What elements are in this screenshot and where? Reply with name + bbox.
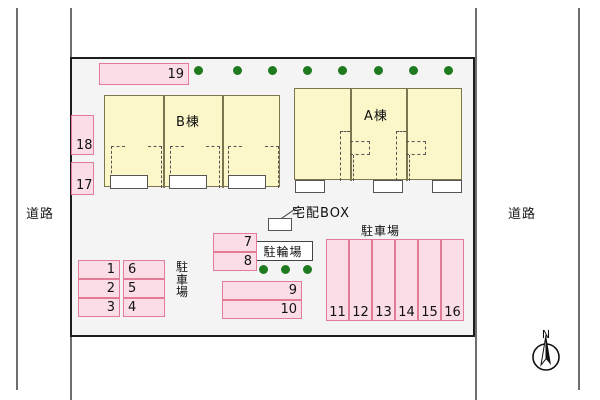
delivery-box-label: 宅配BOX	[292, 206, 350, 221]
green-dot-tree-8	[444, 66, 453, 75]
building-b-unit-divider-1	[163, 96, 165, 188]
parking-stall-3-number: 3	[106, 300, 115, 315]
building-b-label: B棟	[176, 115, 200, 130]
building-b-stair-4	[206, 146, 220, 188]
parking-stall-5[interactable]: 5	[123, 279, 165, 298]
parking-stall-6-number: 6	[128, 262, 137, 277]
building-b-porch-2	[169, 175, 207, 189]
svg-text:N: N	[542, 328, 550, 341]
compass-rose-icon: N	[532, 328, 560, 371]
building-b-stair-3	[170, 146, 184, 188]
parking-stall-16[interactable]: 16	[441, 239, 464, 321]
building-a-stair-1c	[353, 155, 365, 181]
road-label-left: 道路	[26, 207, 55, 222]
parking-stall-1-number: 1	[106, 262, 115, 277]
parking-stall-17-number: 17	[76, 178, 93, 193]
parking-stall-9-number: 9	[288, 283, 297, 298]
parking-stall-18[interactable]: 18	[71, 115, 94, 155]
parking-stall-19[interactable]: 19	[99, 63, 189, 85]
bicycle-parking-label: 駐輪場	[263, 244, 303, 259]
building-b-stair-6	[265, 146, 279, 188]
building-b[interactable]	[104, 95, 280, 188]
parking-stall-16-number: 16	[444, 305, 461, 320]
parking-stall-14[interactable]: 14	[395, 239, 418, 321]
parking-label-left-vertical: 駐車場	[175, 260, 188, 300]
road-line-far-left	[16, 8, 18, 390]
parking-stall-19-number: 19	[167, 67, 184, 82]
building-b-stair-5	[228, 146, 242, 188]
parking-stall-3[interactable]: 3	[78, 298, 120, 317]
road-label-right: 道路	[508, 207, 537, 222]
road-line-far-right	[578, 8, 580, 390]
parking-stall-10[interactable]: 10	[222, 300, 302, 319]
green-dot-bike-2	[281, 265, 290, 274]
building-a-stair-2b	[406, 141, 426, 155]
parking-stall-17[interactable]: 17	[71, 162, 94, 195]
building-b-porch-3	[228, 175, 266, 189]
parking-stall-14-number: 14	[398, 305, 415, 320]
parking-stall-18-number: 18	[76, 138, 93, 153]
parking-stall-2-number: 2	[106, 281, 115, 296]
building-a-stair-1b	[350, 141, 370, 155]
parking-stall-12-number: 12	[352, 305, 369, 320]
green-dot-tree-2	[233, 66, 242, 75]
parking-stall-11-number: 11	[329, 305, 346, 320]
parking-stall-8-number: 8	[243, 254, 252, 269]
parking-stall-8[interactable]: 8	[213, 252, 257, 271]
parking-stall-12[interactable]: 12	[349, 239, 372, 321]
building-a-porch-1	[295, 180, 325, 193]
building-a-unit-divider-1	[350, 89, 352, 181]
parking-stall-5-number: 5	[128, 281, 137, 296]
parking-stall-10-number: 10	[280, 302, 297, 317]
parking-stall-13-number: 13	[375, 305, 392, 320]
green-dot-tree-5	[338, 66, 347, 75]
green-dot-bike-3	[303, 265, 312, 274]
delivery-box-icon[interactable]	[268, 218, 292, 231]
parking-stall-4[interactable]: 4	[123, 298, 165, 317]
green-dot-bike-1	[259, 265, 268, 274]
building-b-stair-1	[111, 146, 125, 188]
building-b-stair-2	[148, 146, 162, 188]
bicycle-parking-box[interactable]: 駐輪場	[253, 241, 313, 261]
parking-stall-15-number: 15	[421, 305, 438, 320]
parking-stall-13[interactable]: 13	[372, 239, 395, 321]
parking-stall-15[interactable]: 15	[418, 239, 441, 321]
parking-label-right: 駐車場	[361, 224, 401, 238]
parking-stall-2[interactable]: 2	[78, 279, 120, 298]
green-dot-tree-6	[374, 66, 383, 75]
parking-stall-9[interactable]: 9	[222, 281, 302, 300]
building-a-porch-2	[373, 180, 403, 193]
building-a-stair-2c	[409, 155, 421, 181]
parking-stall-4-number: 4	[128, 300, 137, 315]
parking-stall-1[interactable]: 1	[78, 260, 120, 279]
building-a[interactable]	[294, 88, 462, 181]
building-b-unit-divider-2	[222, 96, 224, 188]
green-dot-tree-3	[268, 66, 277, 75]
road-line-right	[475, 8, 477, 400]
green-dot-tree-1	[194, 66, 203, 75]
building-a-unit-divider-2	[406, 89, 408, 181]
parking-stall-11[interactable]: 11	[326, 239, 349, 321]
parking-stall-7[interactable]: 7	[213, 233, 257, 252]
green-dot-tree-4	[303, 66, 312, 75]
building-a-stair-2	[396, 131, 406, 181]
parking-stall-6[interactable]: 6	[123, 260, 165, 279]
building-a-label: A棟	[364, 109, 388, 124]
building-a-stair-1	[340, 131, 350, 181]
building-a-porch-3	[432, 180, 462, 193]
green-dot-tree-7	[409, 66, 418, 75]
parking-stall-7-number: 7	[243, 235, 252, 250]
building-b-porch-1	[110, 175, 148, 189]
